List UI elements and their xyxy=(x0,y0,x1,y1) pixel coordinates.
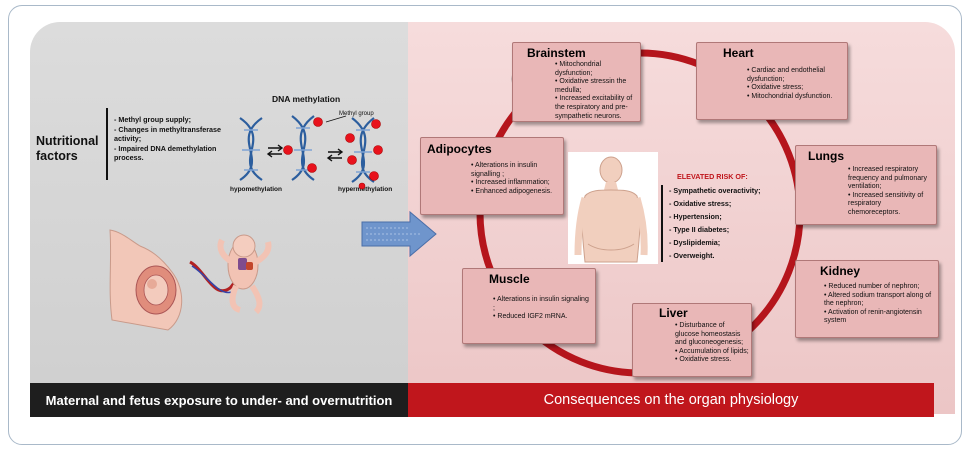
nutritional-factors-label: Nutritional factors xyxy=(36,134,99,163)
left-panel xyxy=(30,22,410,414)
organ-title-adipocytes: Adipocytes xyxy=(427,142,492,156)
maternal-exposure-banner: Maternal and fetus exposure to under- an… xyxy=(30,383,408,417)
dna-methylation-label: DNA methylation xyxy=(272,94,341,104)
organ-box-brainstem: Brainstem Mitochondrial dysfunction; Oxi… xyxy=(512,42,641,122)
organ-consequences-banner: Consequences on the organ physiology xyxy=(408,383,934,417)
list-item: Mitochondrial dysfunction. xyxy=(747,93,843,102)
organ-title-heart: Heart xyxy=(723,46,754,60)
risk-item: Sympathetic overactivity; xyxy=(669,184,789,197)
list-item: Increased inflammation; xyxy=(471,179,561,188)
organ-box-adipocytes: Adipocytes Alterations in insulin signal… xyxy=(420,137,564,215)
organ-box-lungs: Lungs Increased respiratory frequency an… xyxy=(795,145,937,225)
organ-title-liver: Liver xyxy=(659,306,688,320)
organ-effects-lungs: Increased respiratory frequency and pulm… xyxy=(848,166,934,218)
organ-box-muscle: Muscle Alterations in insulin signaling … xyxy=(462,268,596,344)
list-item: Oxidative stress. xyxy=(675,356,749,365)
organ-effects-adipocytes: Alterations in insulin signalling ; Incr… xyxy=(471,162,561,196)
nutritional-factor-list: Methyl group supply; Changes in methyltr… xyxy=(114,115,242,163)
list-item: Mitochondrial dysfunction; xyxy=(555,61,637,78)
organ-effects-brainstem: Mitochondrial dysfunction; Oxidative str… xyxy=(555,61,637,121)
organ-effects-kidney: Reduced number of nephron; Altered sodiu… xyxy=(824,283,936,326)
list-item: Alterations in insulin signalling ; xyxy=(471,162,561,179)
risk-item: Type II diabetes; xyxy=(669,223,789,236)
list-item: Altered sodium transport along of the ne… xyxy=(824,292,936,309)
list-item: Oxidative stress; xyxy=(747,84,843,93)
risk-item: Overweight. xyxy=(669,249,789,262)
factor-item: Methyl group supply; xyxy=(114,115,242,125)
elevated-risk-heading: ELEVATED RISK OF: xyxy=(677,172,748,181)
elevated-risk-list: Sympathetic overactivity; Oxidative stre… xyxy=(669,184,789,262)
organ-box-liver: Liver Disturbance of glucose homeostasis… xyxy=(632,303,752,377)
organ-effects-muscle: Alterations in insulin signaling ; Reduc… xyxy=(493,296,591,322)
risk-item: Oxidative stress; xyxy=(669,197,789,210)
organ-title-lungs: Lungs xyxy=(808,149,844,163)
list-item: Cardiac and endothelial dysfunction; xyxy=(747,67,843,84)
list-item: Reduced number of nephron; xyxy=(824,283,936,292)
hypermethylation-label: hypermethylation xyxy=(338,186,393,193)
factor-item: Changes in methyltransferase activity; xyxy=(114,125,242,144)
organ-title-muscle: Muscle xyxy=(489,272,530,286)
organ-consequences-label: Consequences on the organ physiology xyxy=(543,392,799,408)
list-item: Disturbance of glucose homeostasis and g… xyxy=(675,322,749,348)
nutritional-bracket xyxy=(106,108,112,180)
factor-item: Impaired DNA demethylation process. xyxy=(114,144,242,163)
list-item: Activation of renin-angiotensin system xyxy=(824,309,936,326)
organ-box-heart: Heart Cardiac and endothelial dysfunctio… xyxy=(696,42,848,120)
risk-item: Hypertension; xyxy=(669,210,789,223)
risk-item: Dyslipidemia; xyxy=(669,236,789,249)
hypomethylation-label: hypomethylation xyxy=(230,186,283,193)
list-item: Increased excitability of the respirator… xyxy=(555,95,637,121)
list-item: Reduced IGF2 mRNA. xyxy=(493,313,591,322)
list-item: Enhanced adipogenesis. xyxy=(471,188,561,197)
list-item: Increased respiratory frequency and pulm… xyxy=(848,166,934,192)
methyl-group-label: Methyl group xyxy=(339,111,374,117)
organ-title-brainstem: Brainstem xyxy=(527,46,586,60)
organ-effects-heart: Cardiac and endothelial dysfunction; Oxi… xyxy=(747,67,843,101)
list-item: Increased sensitivity of respiratory che… xyxy=(848,192,934,218)
organ-effects-liver: Disturbance of glucose homeostasis and g… xyxy=(675,322,749,365)
maternal-exposure-label: Maternal and fetus exposure to under- an… xyxy=(45,392,393,408)
list-item: Accumulation of lipids; xyxy=(675,348,749,357)
organ-title-kidney: Kidney xyxy=(820,264,861,278)
organ-box-kidney: Kidney Reduced number of nephron; Altere… xyxy=(795,260,939,338)
list-item: Alterations in insulin signaling ; xyxy=(493,296,591,313)
list-item: Oxidative stressin the medulla; xyxy=(555,78,637,95)
